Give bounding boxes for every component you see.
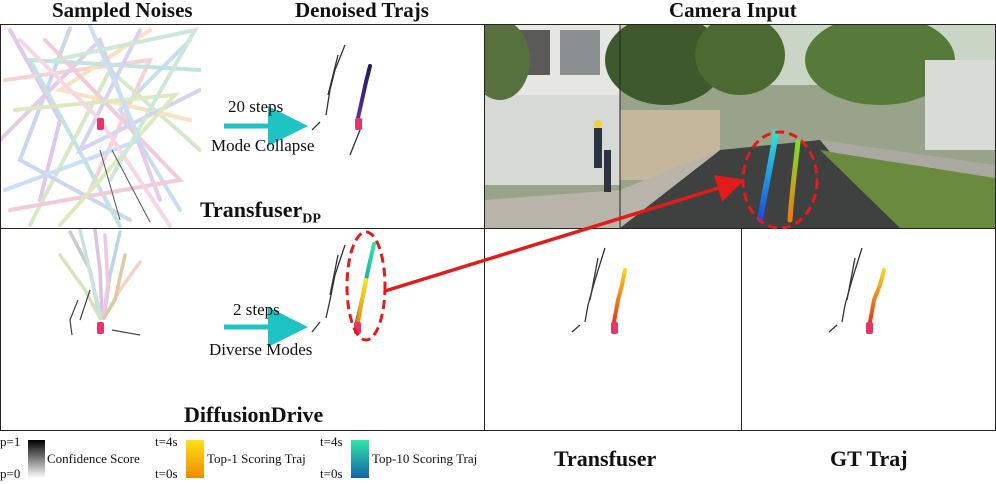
label-transfuser-dp: TransfuserDP bbox=[200, 197, 321, 227]
ego-car-bottom-left bbox=[97, 322, 104, 334]
legend-top1: Top-1 Scoring Traj bbox=[207, 451, 306, 466]
legend-confidence: Confidence Score bbox=[47, 451, 140, 466]
map-lines-gt bbox=[828, 247, 863, 333]
label-diverse-modes: Diverse Modes bbox=[209, 340, 313, 359]
diverse-highlight-ellipse bbox=[345, 230, 387, 342]
ego-car-gt bbox=[866, 322, 873, 334]
traj-gt bbox=[868, 268, 886, 324]
map-lines-top-left bbox=[99, 149, 151, 223]
denoised-traj-top bbox=[356, 64, 372, 120]
connector-arrow bbox=[384, 174, 745, 293]
label-transfuser-dp-sub: DP bbox=[302, 211, 321, 227]
label-20-steps: 20 steps bbox=[228, 97, 284, 116]
legend-top1-gradient bbox=[186, 440, 204, 478]
label-diffusiondrive: DiffusionDrive bbox=[184, 402, 324, 427]
diverse-traj-top1 bbox=[356, 278, 368, 324]
legend-p0: p=0 bbox=[0, 466, 21, 481]
legend-gray-gradient bbox=[28, 440, 45, 478]
ego-car-top-middle bbox=[355, 118, 362, 130]
noise-lines-bottom-left bbox=[58, 229, 142, 320]
legend-t4-a: t=4s bbox=[155, 434, 178, 449]
map-lines-bottom-middle bbox=[311, 244, 346, 333]
map-lines-transfuser bbox=[571, 247, 606, 333]
ego-car-top-left bbox=[97, 118, 104, 130]
header-camera-input: Camera Input bbox=[669, 0, 797, 22]
caption-gt-traj: GT Traj bbox=[830, 446, 908, 471]
legend-t4-b: t=4s bbox=[320, 434, 343, 449]
caption-transfuser: Transfuser bbox=[554, 446, 657, 471]
map-lines-bottom-left bbox=[69, 289, 141, 336]
legend-t0-b: t=0s bbox=[320, 466, 343, 481]
map-lines-top-middle bbox=[311, 44, 361, 156]
camera-image bbox=[485, 25, 995, 228]
label-transfuser-dp-main: Transfuser bbox=[200, 197, 303, 222]
legend-top10: Top-10 Scoring Traj bbox=[372, 451, 478, 466]
ego-car-transfuser bbox=[611, 322, 618, 334]
legend-t0-a: t=0s bbox=[155, 466, 178, 481]
header-sampled-noises: Sampled Noises bbox=[52, 0, 193, 22]
legend-top10-gradient bbox=[351, 440, 369, 478]
label-mode-collapse: Mode Collapse bbox=[211, 136, 315, 155]
legend-p1: p=1 bbox=[0, 434, 21, 449]
header-denoised-trajs: Denoised Trajs bbox=[295, 0, 429, 22]
traj-transfuser bbox=[612, 268, 627, 324]
label-2-steps: 2 steps bbox=[233, 300, 280, 319]
